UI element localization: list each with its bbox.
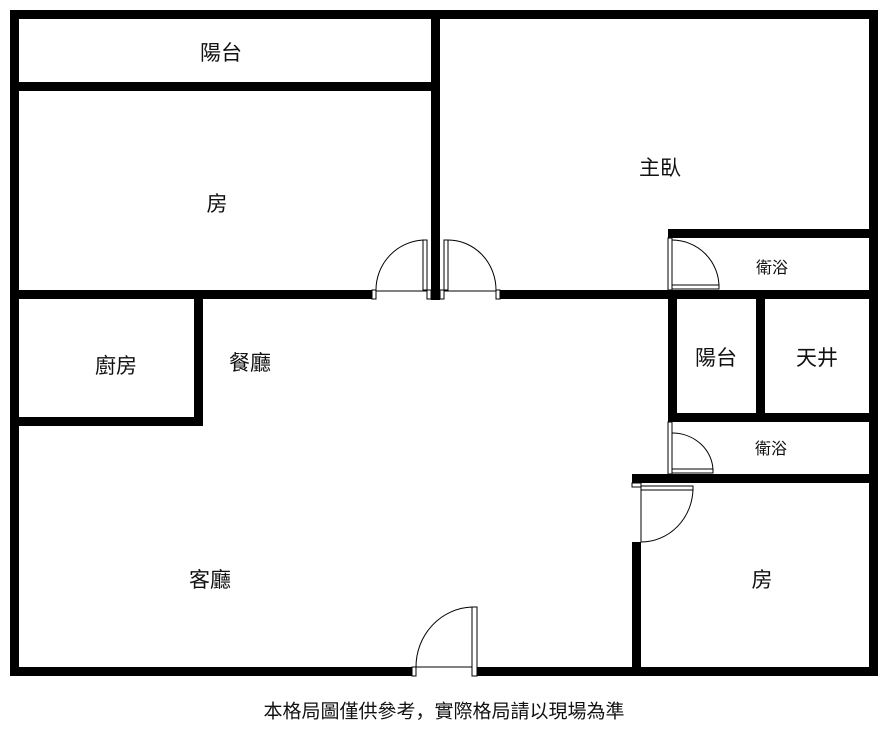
wall-bedroom-right-left [632, 542, 641, 676]
room-label-bathroom-2: 衛浴 [754, 439, 788, 458]
room-label-bedroom-left: 房 [206, 192, 228, 216]
room-label-bathroom-1: 衛浴 [755, 258, 789, 277]
room-label-bedroom-right: 房 [751, 568, 773, 592]
room-label-living-room: 客廳 [189, 568, 231, 592]
outer-wall-bottom-right [477, 667, 878, 676]
room-label-balcony-top: 陽台 [200, 41, 242, 65]
wall-mid-right [500, 290, 870, 299]
wall-balcony-bottom [10, 82, 440, 91]
wall-kitchen-bottom [10, 417, 203, 426]
doors [371, 237, 720, 677]
room-label-dining: 餐廳 [229, 351, 271, 375]
wall-bath2-bottom [632, 474, 870, 483]
door-left-bedroom[interactable] [371, 239, 432, 300]
disclaimer-note: 本格局圖僅供參考，實際格局請以現場為準 [263, 700, 625, 723]
wall-mid-left [10, 290, 372, 299]
door-bathroom-2[interactable] [667, 421, 714, 475]
door-bedroom-right[interactable] [631, 482, 694, 543]
outer-wall-top [10, 10, 878, 19]
outer-wall-left [10, 10, 19, 676]
wall-bath2-top [668, 413, 870, 422]
wall-balcony-divider [756, 298, 765, 415]
wall-kitchen-vertical [194, 290, 203, 426]
room-label-light-well: 天井 [796, 346, 838, 370]
wall-bath1-top [668, 229, 870, 238]
door-master-bedroom[interactable] [439, 239, 501, 300]
outer-wall-right [869, 10, 878, 676]
room-label-master-bedroom: 主臥 [639, 156, 681, 180]
room-label-balcony-right: 陽台 [695, 346, 737, 370]
room-label-kitchen: 廚房 [95, 354, 137, 378]
wall-center-vertical [431, 10, 440, 300]
wall-balcony-left [668, 290, 677, 417]
door-bathroom-1[interactable] [667, 237, 720, 291]
outer-wall-bottom-left [10, 667, 412, 676]
walls [10, 10, 878, 676]
door-entrance[interactable] [411, 606, 478, 677]
